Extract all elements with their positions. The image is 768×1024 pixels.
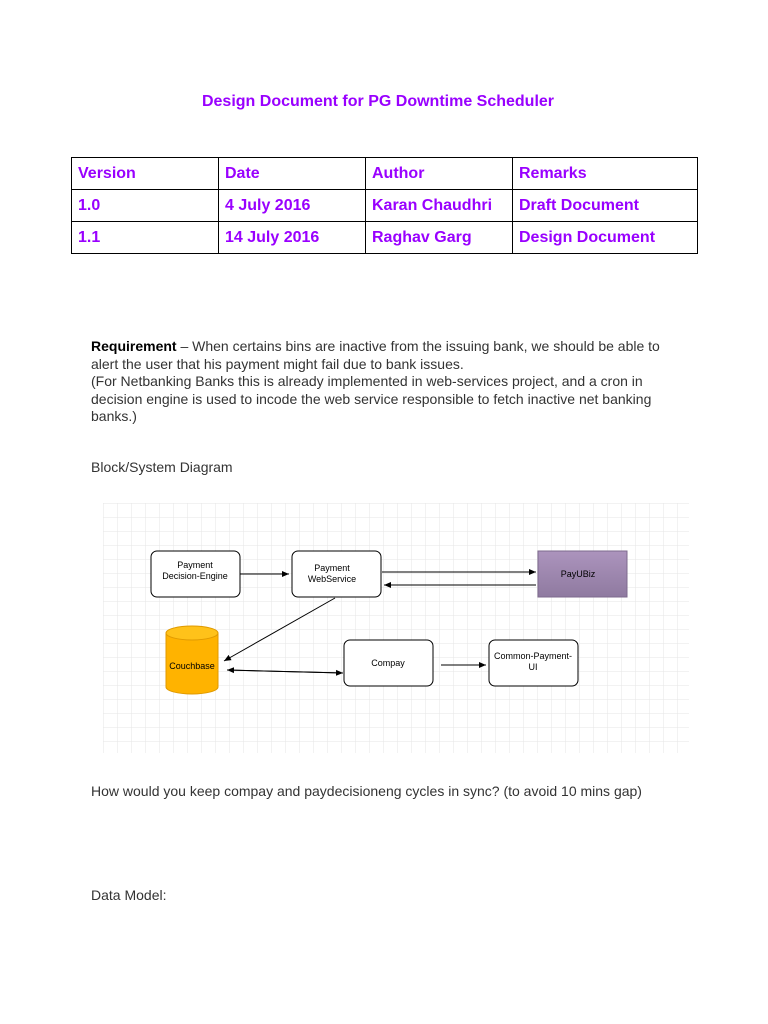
node-couchbase-label: Couchbase bbox=[169, 661, 215, 671]
table-row: 1.1 14 July 2016 Raghav Garg Design Docu… bbox=[71, 221, 698, 254]
requirement-text: – When certains bins are inactive from t… bbox=[91, 338, 660, 372]
edge-compay-to-couchbase bbox=[226, 667, 344, 674]
cell-version: 1.1 bbox=[71, 221, 219, 254]
version-table: Version Date Author Remarks 1.0 4 July 2… bbox=[71, 157, 698, 254]
node-common-ui-line2: UI bbox=[529, 662, 538, 672]
data-model-heading: Data Model: bbox=[91, 887, 167, 903]
cell-date: 14 July 2016 bbox=[218, 221, 366, 254]
node-decision-engine-line2: Decision-Engine bbox=[162, 571, 228, 581]
cell-version: 1.0 bbox=[71, 189, 219, 222]
table-header-row: Version Date Author Remarks bbox=[71, 157, 698, 190]
node-decision-engine: Payment Decision-Engine bbox=[150, 550, 241, 598]
cell-author: Raghav Garg bbox=[365, 221, 513, 254]
sync-question: How would you keep compay and paydecisio… bbox=[91, 783, 642, 799]
cell-remarks: Draft Document bbox=[512, 189, 698, 222]
node-decision-engine-line1: Payment bbox=[177, 560, 213, 570]
node-compay: Compay bbox=[343, 639, 434, 687]
requirement-label: Requirement bbox=[91, 338, 177, 354]
node-compay-label: Compay bbox=[371, 658, 405, 668]
requirement-note: (For Netbanking Banks this is already im… bbox=[91, 373, 652, 424]
cell-date: 4 July 2016 bbox=[218, 189, 366, 222]
edge-webservice-to-couchbase bbox=[223, 597, 336, 662]
header-version: Version bbox=[71, 157, 219, 190]
node-couchbase: Couchbase bbox=[165, 625, 219, 695]
node-webservice-line1: Payment bbox=[314, 563, 350, 573]
node-payubiz: PayUBiz bbox=[537, 550, 628, 598]
header-author: Author bbox=[365, 157, 513, 190]
header-date: Date bbox=[218, 157, 366, 190]
requirement-paragraph: Requirement – When certains bins are ina… bbox=[91, 338, 671, 426]
system-diagram: Payment Decision-Engine Payment WebServi… bbox=[103, 503, 689, 753]
node-payubiz-label: PayUBiz bbox=[561, 569, 596, 579]
cell-author: Karan Chaudhri bbox=[365, 189, 513, 222]
document-title: Design Document for PG Downtime Schedule… bbox=[201, 93, 555, 110]
header-remarks: Remarks bbox=[512, 157, 698, 190]
table-row: 1.0 4 July 2016 Karan Chaudhri Draft Doc… bbox=[71, 189, 698, 222]
node-webservice: Payment WebService bbox=[291, 550, 382, 598]
diagram-heading: Block/System Diagram bbox=[91, 459, 233, 475]
cell-remarks: Design Document bbox=[512, 221, 698, 254]
node-common-ui: Common-Payment- UI bbox=[488, 639, 579, 687]
node-common-ui-line1: Common-Payment- bbox=[494, 651, 572, 661]
node-webservice-line2: WebService bbox=[308, 574, 356, 584]
